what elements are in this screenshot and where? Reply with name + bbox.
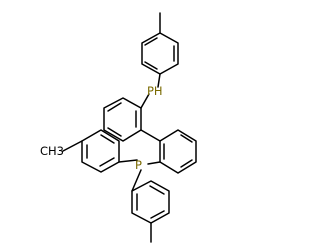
tolyl-ring-top bbox=[141, 12, 179, 88]
bond-ph-to-ring bbox=[140, 93, 150, 109]
atom-label-ph: PH bbox=[147, 84, 163, 98]
atom-label-p: P bbox=[135, 158, 142, 172]
tolyl-ring-left bbox=[62, 129, 138, 173]
biphenyl-ring-upper bbox=[103, 93, 150, 142]
bond-p-to-bottom-ring bbox=[131, 169, 142, 192]
bond-ring-to-ph bbox=[157, 73, 161, 88]
biaryl-bond bbox=[140, 129, 161, 142]
methyl-label-text: CH3 bbox=[40, 144, 64, 158]
tolyl-ring-bottom bbox=[131, 169, 170, 243]
methyl-bond-left bbox=[62, 140, 83, 152]
bond-p-to-left-ring bbox=[118, 159, 138, 163]
bond-ring-to-p bbox=[147, 161, 161, 165]
chemical-structure-diagram: PH P CH3 bbox=[40, 12, 197, 243]
biphenyl-ring-lower bbox=[147, 129, 197, 174]
methyl-label-left: CH3 bbox=[40, 144, 64, 158]
bond-lines bbox=[62, 12, 197, 243]
